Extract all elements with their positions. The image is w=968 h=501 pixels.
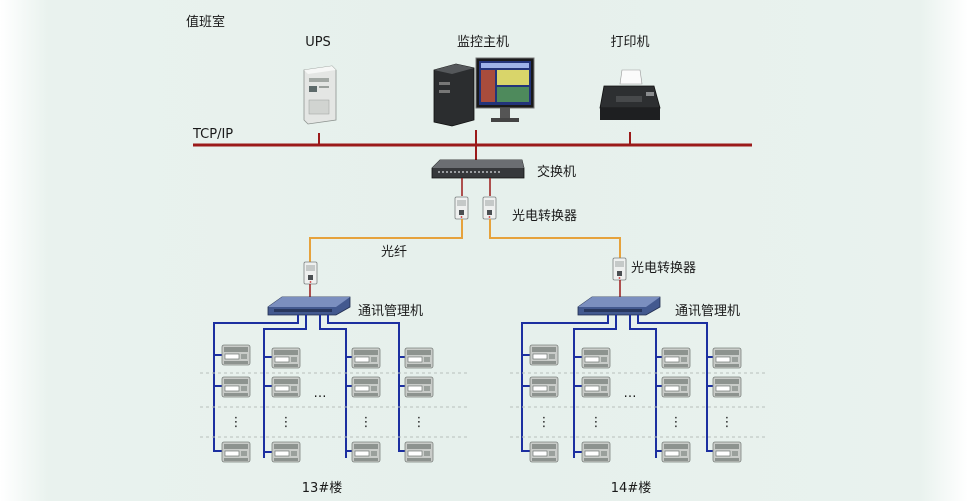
meter-13-d3 (404, 441, 434, 463)
meter-13-b2 (271, 376, 301, 398)
vertical-ellipsis-13-c: ⋮ (360, 415, 373, 430)
converter-top-label: 光电转换器 (512, 209, 577, 224)
switch-icon (431, 159, 525, 179)
comm-manager-13-label: 通讯管理机 (358, 304, 423, 319)
meter-13-c2 (351, 376, 381, 398)
meter-14-b3 (581, 441, 611, 463)
switch-label: 交换机 (537, 164, 576, 180)
vertical-ellipsis-14-d: ⋮ (721, 415, 734, 430)
vertical-ellipsis-13-b: ⋮ (280, 415, 293, 430)
duty-room-label: 值班室 (186, 14, 225, 30)
floor-dividers-14 (510, 372, 768, 438)
meter-14-a3 (529, 441, 559, 463)
fiber-line-left (309, 219, 463, 262)
vertical-ellipsis-14-a: ⋮ (538, 415, 551, 430)
meter-14-a1 (529, 344, 559, 366)
meter-14-b1 (581, 347, 611, 369)
meter-13-a1 (221, 344, 251, 366)
meter-14-d1 (712, 347, 742, 369)
tcpip-label: TCP/IP (192, 127, 233, 142)
meter-14-a2 (529, 376, 559, 398)
converter-top-right-icon (482, 196, 497, 220)
printer-label: 打印机 (610, 35, 649, 50)
ups-device-icon (303, 65, 337, 125)
meter-13-d2 (404, 376, 434, 398)
rs485-bus-13 (213, 315, 405, 458)
building-14-group: 通讯管理机 … ⋮ ⋮ ⋮ ⋮ 14# (510, 296, 768, 496)
building-14-label: 14#楼 (611, 481, 651, 496)
rs485-bus-14 (521, 315, 713, 458)
converter-14-icon (612, 257, 627, 281)
meter-14-c2 (661, 376, 691, 398)
meter-13-d1 (404, 347, 434, 369)
meters-ellipsis-14: … (624, 386, 637, 401)
floor-dividers-13 (200, 372, 470, 438)
meter-13-c1 (351, 347, 381, 369)
comm-manager-13-icon (267, 296, 351, 316)
comm-manager-14-label: 通讯管理机 (675, 304, 740, 319)
meter-13-a3 (221, 441, 251, 463)
meter-13-b3 (271, 441, 301, 463)
comm-manager-14-icon (577, 296, 661, 316)
printer-icon (599, 69, 661, 120)
meter-14-c1 (661, 347, 691, 369)
building-13-label: 13#楼 (302, 481, 342, 496)
converter-13-icon (303, 261, 318, 285)
fiber-line-right (489, 219, 621, 258)
meter-14-c3 (661, 441, 691, 463)
vertical-ellipsis-13-a: ⋮ (230, 415, 243, 430)
fiber-label: 光纤 (381, 245, 407, 260)
meter-14-d2 (712, 376, 742, 398)
vertical-ellipsis-14-c: ⋮ (670, 415, 683, 430)
building-13-group: 通讯管理机 … ⋮ ⋮ ⋮ ⋮ 13# (200, 296, 470, 496)
meter-13-a2 (221, 376, 251, 398)
meter-13-b1 (271, 347, 301, 369)
meters-ellipsis-13: … (314, 386, 327, 401)
monitor-host-label: 监控主机 (457, 35, 509, 50)
monitor-host-icon (433, 57, 535, 127)
ups-label: UPS (305, 35, 331, 50)
converter-top-left-icon (454, 196, 469, 220)
meter-13-c3 (351, 441, 381, 463)
meter-14-b2 (581, 376, 611, 398)
vertical-ellipsis-14-b: ⋮ (590, 415, 603, 430)
meter-14-d3 (712, 441, 742, 463)
vertical-ellipsis-13-d: ⋮ (413, 415, 426, 430)
converter-14-label: 光电转换器 (631, 261, 696, 276)
